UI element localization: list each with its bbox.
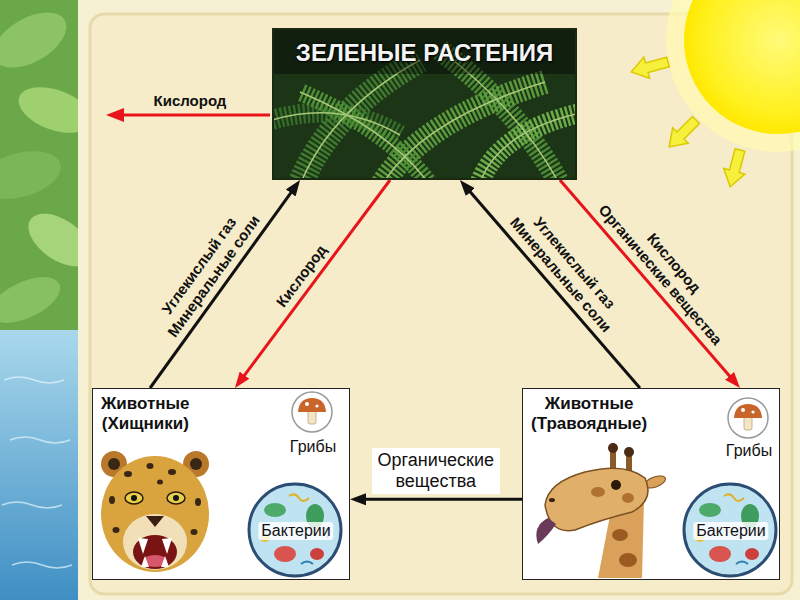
group-name: Животные (Травоядные) [531, 394, 647, 433]
spot [157, 480, 163, 485]
fang [161, 556, 169, 567]
nostril [549, 498, 555, 502]
bacteria-icon [684, 484, 776, 576]
organism-name: Бактерии [693, 522, 768, 540]
frond-stem [480, 112, 577, 180]
sun [684, 0, 800, 134]
patch [619, 553, 637, 567]
organism-name: Грибы [726, 442, 772, 460]
organism-group-box: Животные (Хищники) ГрибыБактерии [92, 388, 350, 580]
edge-label: Органические вещества [372, 448, 501, 493]
ossicone-tip [624, 447, 634, 457]
sun-ray-arrow [720, 147, 751, 189]
tongue [536, 518, 556, 544]
leopard-face [101, 451, 209, 572]
organism-name: Бактерии [258, 522, 333, 540]
giraffe-head [536, 443, 667, 578]
node-title: ЗЕЛЕНЫЕ РАСТЕНИЯ [296, 39, 553, 67]
mushroom-icon [292, 392, 332, 432]
frond-stem [300, 60, 420, 180]
spot [124, 471, 132, 477]
mouth [133, 535, 177, 569]
oxygen-arrow-line [122, 114, 270, 117]
eye [167, 492, 185, 504]
frond-stem [380, 82, 545, 180]
fang [141, 556, 149, 567]
water-ripples [2, 377, 72, 568]
patch [622, 493, 634, 503]
flow-label: Кислород [154, 92, 227, 109]
sun-ray-arrow [628, 51, 670, 82]
patch [612, 529, 628, 541]
spot [109, 496, 115, 504]
spot [168, 469, 176, 475]
ripple [2, 502, 62, 508]
pupil [131, 495, 137, 501]
eye [125, 492, 143, 504]
spot [113, 527, 120, 533]
spot [195, 498, 201, 506]
ear-inner [108, 458, 120, 470]
nose [146, 516, 164, 527]
patch [591, 487, 605, 497]
water [0, 330, 78, 600]
oxygen-flow-arrow [243, 180, 390, 377]
pupil [173, 495, 179, 501]
ear-inner [190, 458, 202, 470]
box-ground [522, 388, 780, 580]
organism-name: Грибы [290, 438, 336, 456]
ripple [12, 562, 72, 568]
fern-picture [272, 28, 577, 180]
head [545, 468, 648, 531]
matter-flow-arrow [364, 498, 522, 501]
spot [191, 529, 198, 535]
eye [611, 480, 621, 490]
ossicone-tip [608, 443, 618, 453]
mushroom-icon [728, 398, 768, 438]
organism-group-box: Животные (Травоядные) ГрибыБактерии [522, 388, 780, 580]
edge-label: Кислород [272, 241, 330, 310]
sun-ray-arrow [661, 112, 703, 154]
frond [480, 112, 577, 180]
group-name: Животные (Хищники) [101, 394, 190, 433]
title-band [272, 28, 577, 74]
edge-label: Углекислый газ Минеральные соли [144, 193, 270, 348]
plant-box: ЗЕЛЕНЫЕ РАСТЕНИЯ [272, 28, 577, 180]
fang [138, 538, 148, 554]
box-ground [92, 388, 350, 580]
leaf [0, 143, 66, 207]
face [101, 456, 209, 572]
fang [162, 538, 172, 554]
bacteria-icon [249, 484, 341, 576]
spots [109, 463, 201, 535]
ripple [10, 437, 70, 443]
leaf [0, 268, 67, 333]
frond-stem [300, 92, 430, 180]
spot [147, 463, 154, 469]
leaf [0, 1, 76, 79]
frond [300, 92, 430, 180]
oxygen-arrow-head [106, 108, 124, 122]
frond-stem [272, 113, 400, 135]
muzzle [123, 514, 187, 570]
ripple [4, 377, 64, 383]
